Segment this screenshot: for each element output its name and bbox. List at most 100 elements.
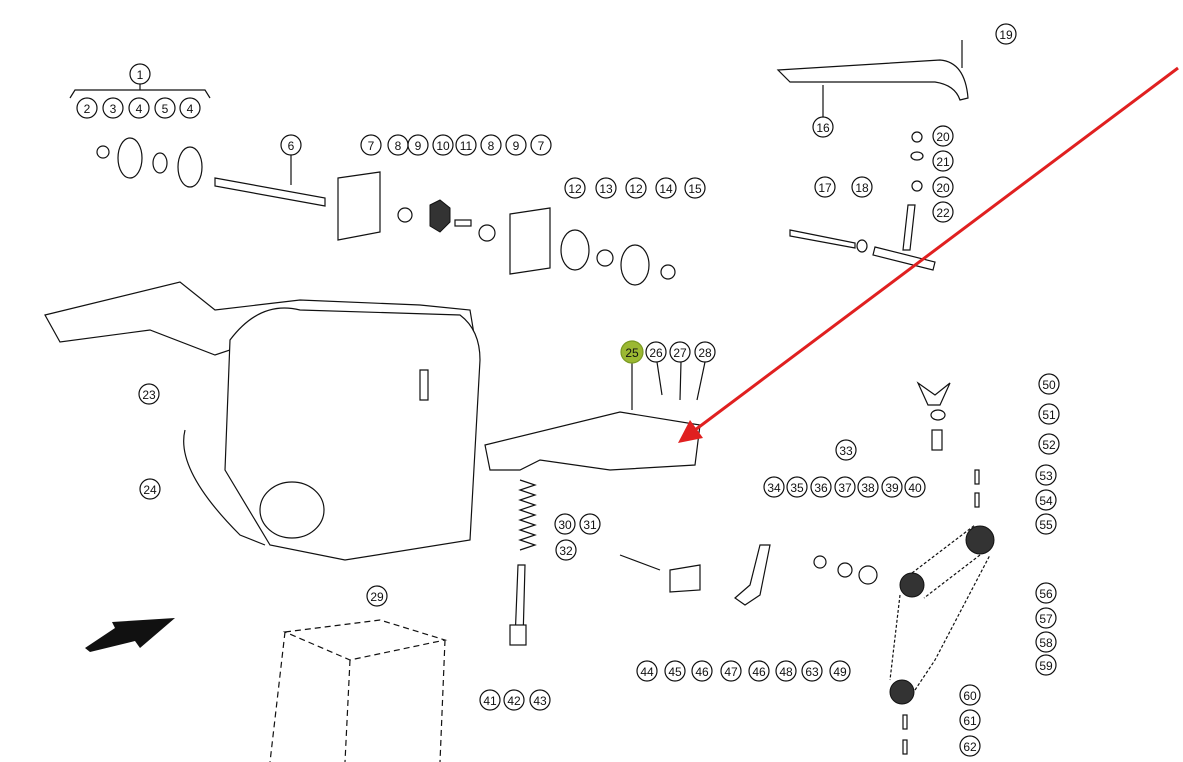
callout-number: 54 [1039,494,1053,508]
callout-number: 37 [838,481,852,495]
callout-number: 33 [839,444,853,458]
callout-number: 26 [649,346,663,360]
callout-number: 24 [143,483,157,497]
callout-number: 63 [805,665,819,679]
callout-45: 45 [664,660,686,682]
bearing-part [96,145,110,159]
callout-10: 10 [432,134,454,156]
callout-57: 57 [1035,607,1057,629]
callout-number: 13 [599,182,613,196]
callout-number: 55 [1039,518,1053,532]
callout-number: 2 [84,102,91,116]
callout-63: 63 [801,660,823,682]
callout-number: 4 [187,102,194,116]
callout-60: 60 [959,684,981,706]
callout-30: 30 [554,513,576,535]
callout-number: 39 [885,481,899,495]
callout-number: 44 [640,665,654,679]
callout-51: 51 [1038,403,1060,425]
callout-number: 27 [673,346,687,360]
callout-number: 22 [936,206,950,220]
callout-number: 60 [963,689,977,703]
callout-46: 46 [748,660,770,682]
callout-17: 17 [814,176,836,198]
callout-number: 25 [625,346,639,360]
callout-3: 3 [102,97,124,119]
callout-8: 8 [387,134,409,156]
callout-1: 1 [129,63,151,85]
callout-number: 6 [288,139,295,153]
callout-number: 12 [629,182,643,196]
callout-number: 23 [142,388,156,402]
callout-54: 54 [1035,489,1057,511]
callout-44: 44 [636,660,658,682]
callout-number: 38 [861,481,875,495]
callout-number: 29 [370,590,384,604]
callout-number: 11 [460,139,473,153]
callout-50: 50 [1038,373,1060,395]
callout-number: 8 [395,139,402,153]
callout-number: 43 [533,694,547,708]
callout-number: 9 [415,139,422,153]
plate-part [337,171,381,241]
callout-29: 29 [366,585,388,607]
callout-5: 5 [154,97,176,119]
callout-number: 34 [767,481,781,495]
callout-number: 45 [668,665,682,679]
callout-18: 18 [851,176,873,198]
callout-15: 15 [684,177,706,199]
callout-12: 12 [564,177,586,199]
callout-9: 9 [505,134,527,156]
callout-number: 53 [1039,469,1053,483]
callout-43: 43 [529,689,551,711]
callout-52: 52 [1038,433,1060,455]
flange-part [117,137,143,179]
callout-number: 12 [568,182,582,196]
callout-number: 8 [488,139,495,153]
group-bracket-1 [69,89,211,99]
callout-number: 21 [936,155,950,169]
callout-number: 1 [137,68,144,82]
callout-number: 50 [1042,378,1056,392]
callout-number: 58 [1039,636,1053,650]
callout-number: 17 [818,181,832,195]
callout-23: 23 [138,383,160,405]
callout-number: 56 [1039,587,1053,601]
callout-number: 48 [779,665,793,679]
callout-number: 7 [538,139,545,153]
callout-32: 32 [555,539,577,561]
callout-number: 59 [1039,659,1053,673]
callout-6: 6 [280,134,302,156]
callout-4: 4 [179,97,201,119]
callout-59: 59 [1035,654,1057,676]
callout-42: 42 [503,689,525,711]
cover-part [776,59,969,101]
callout-number: 47 [724,665,738,679]
callout-number: 40 [908,481,922,495]
callout-number: 49 [833,665,847,679]
callout-20: 20 [932,176,954,198]
callout-56: 56 [1035,582,1057,604]
callout-number: 28 [698,346,712,360]
callout-2: 2 [76,97,98,119]
callout-number: 5 [162,102,169,116]
callout-9: 9 [407,134,429,156]
sprocket-55 [965,525,995,555]
callout-number: 51 [1042,408,1056,422]
callout-11: 11 [455,134,477,156]
callout-31: 31 [579,513,601,535]
callout-38: 38 [857,476,879,498]
callout-33: 33 [835,439,857,461]
callout-number: 57 [1039,612,1053,626]
callout-61: 61 [959,709,981,731]
callout-22: 22 [932,201,954,223]
callout-16: 16 [812,116,834,138]
callout-number: 14 [659,182,673,196]
callout-46: 46 [691,660,713,682]
callout-4: 4 [128,97,150,119]
callout-7: 7 [530,134,552,156]
part-drawings [44,40,995,762]
callout-24: 24 [139,478,161,500]
callout-49: 49 [829,660,851,682]
